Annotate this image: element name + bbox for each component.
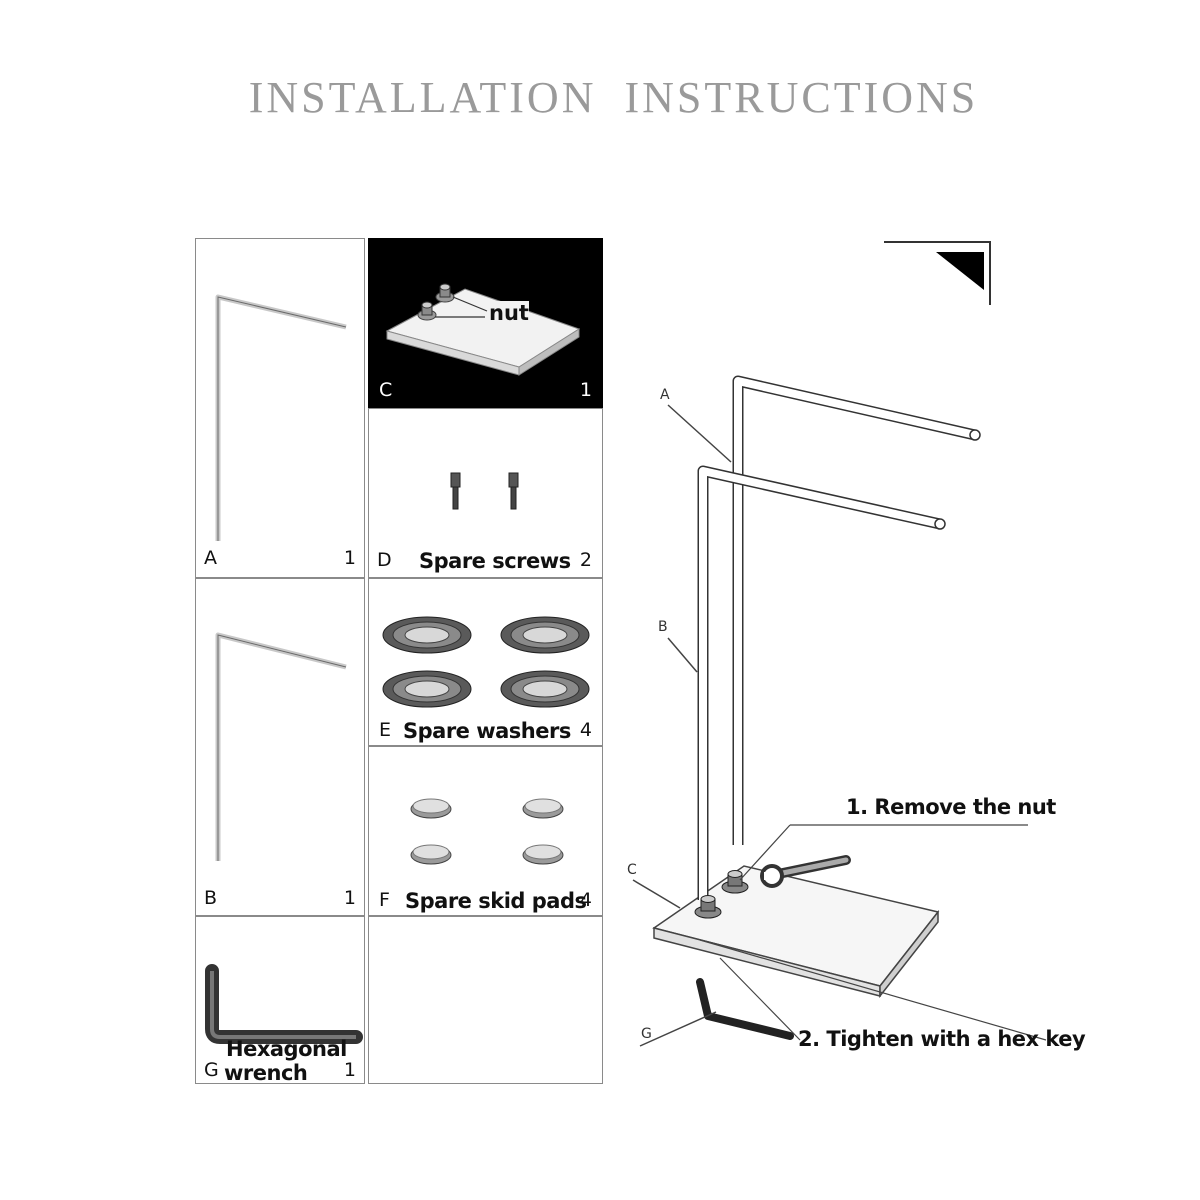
part-letter: G <box>204 1059 219 1081</box>
part-quantity: 2 <box>579 549 592 571</box>
nut-icon <box>721 870 749 894</box>
screws-drawing <box>450 472 519 510</box>
step-1-text: 1. Remove the nut <box>846 795 1056 819</box>
hex-key-icon <box>696 978 794 1040</box>
part-d-panel: D Spare screws 2 <box>368 408 603 578</box>
empty-panel <box>368 916 603 1084</box>
part-quantity: 1 <box>579 379 592 401</box>
washer-icon <box>500 670 590 708</box>
washer-icon <box>382 616 472 654</box>
part-letter: F <box>379 889 390 911</box>
towel-bar-a-drawing <box>215 294 347 541</box>
washer-icon <box>500 616 590 654</box>
washer-icon <box>382 670 472 708</box>
skid-pad-icon <box>522 844 564 865</box>
part-caption: Spare screws <box>419 549 571 573</box>
assembly-label-a: A <box>660 387 670 403</box>
step-2-text: 2. Tighten with a hex key <box>798 1027 1086 1051</box>
page-title: INSTALLATION INSTRUCTIONS <box>248 73 979 122</box>
corner-marker <box>884 241 991 305</box>
base-plate-drawing <box>385 283 581 376</box>
part-f-panel: F Spare skid pads 4 <box>368 746 603 916</box>
nut-icon <box>435 283 455 303</box>
assembly-label-c: C <box>627 862 637 878</box>
base-plate <box>652 865 940 999</box>
part-b-panel: B 1 <box>195 578 365 916</box>
nut-icon <box>694 895 722 919</box>
part-c-panel: nut C 1 <box>368 238 603 408</box>
assembly-label-g: G <box>641 1026 652 1042</box>
part-caption: wrench <box>224 1061 308 1085</box>
part-g-panel: Hexagonal G wrench 1 <box>195 916 365 1085</box>
part-letter: E <box>379 719 392 741</box>
part-quantity: 1 <box>343 1059 356 1081</box>
part-letter: A <box>204 547 217 569</box>
bar-b <box>697 465 946 900</box>
bar-a <box>732 375 981 845</box>
skid-pad-icon <box>410 844 452 865</box>
wrench-icon <box>760 855 851 888</box>
part-caption: Spare washers <box>403 719 571 743</box>
part-caption: Hexagonal <box>226 1037 347 1061</box>
nut-icon <box>417 301 437 321</box>
screw-icon <box>508 472 519 510</box>
part-caption: Spare skid pads <box>405 889 587 913</box>
part-letter: C <box>379 379 393 401</box>
part-quantity: 1 <box>343 547 356 569</box>
hex-wrench-drawing <box>205 964 363 1044</box>
part-e-panel: E Spare washers 4 <box>368 578 603 746</box>
part-letter: D <box>377 549 392 571</box>
screw-icon <box>450 472 461 510</box>
nut-callout: nut <box>489 301 529 325</box>
part-quantity: 1 <box>343 887 356 909</box>
towel-bar-b-drawing <box>215 632 347 861</box>
part-quantity: 4 <box>579 889 592 911</box>
skid-pads-drawing <box>410 798 564 865</box>
washers-drawing <box>382 616 590 708</box>
part-letter: B <box>204 887 218 909</box>
part-quantity: 4 <box>579 719 592 741</box>
assembly-label-b: B <box>658 619 668 635</box>
skid-pad-icon <box>522 798 564 819</box>
part-a-panel: A 1 <box>195 238 365 578</box>
skid-pad-icon <box>410 798 452 819</box>
